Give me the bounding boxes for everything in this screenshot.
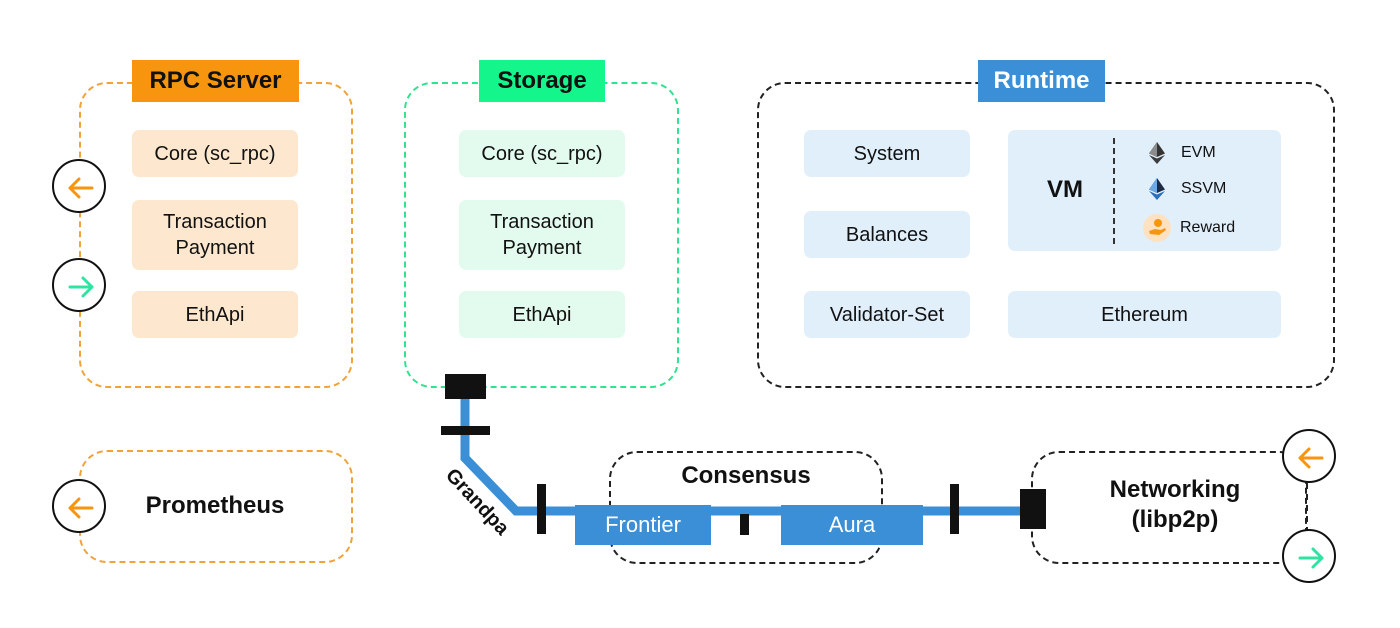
runtime-item-balances: Balances [804, 211, 970, 258]
runtime-title: Runtime [978, 60, 1105, 102]
vm-item-reward: Reward [1143, 214, 1235, 242]
arrow-left-icon [68, 497, 94, 519]
bus-line [460, 398, 1026, 516]
vm-divider [1113, 138, 1115, 244]
arrow-left-icon [1298, 447, 1324, 469]
arrow-right-icon [1298, 547, 1324, 569]
networking-inbound-circle[interactable] [1282, 429, 1336, 483]
networking-title: Networking (libp2p) [1109, 476, 1241, 533]
rpc-item-ethapi: EthApi [132, 291, 298, 338]
rpc-server-title: RPC Server [132, 60, 299, 102]
consensus-title: Consensus [681, 462, 811, 489]
frontier-segment [575, 505, 711, 545]
runtime-item-validator-set: Validator-Set [804, 291, 970, 338]
bus-tick-right [950, 484, 959, 534]
aura-segment [781, 505, 923, 545]
rpc-outbound-circle[interactable] [52, 258, 106, 312]
rpc-item-transaction-payment: Transaction Payment [132, 200, 298, 270]
frontier-label: Frontier [605, 512, 681, 537]
networking-connector [1020, 489, 1046, 529]
prometheus-title: Prometheus [145, 492, 285, 519]
rpc-item-core: Core (sc_rpc) [132, 130, 298, 177]
storage-item-transaction-payment: Transaction Payment [459, 200, 625, 270]
vm-item-ssvm: SSVM [1148, 177, 1226, 201]
aura-label: Aura [828, 512, 876, 537]
storage-title: Storage [479, 60, 605, 102]
rpc-inbound-circle[interactable] [52, 159, 106, 213]
arrow-left-icon [68, 177, 94, 199]
vm-item-evm: EVM [1148, 141, 1216, 165]
bus-tick-left [537, 484, 546, 534]
ethereum-icon [1148, 142, 1166, 164]
consensus-divider [740, 514, 749, 535]
prometheus-inbound-circle[interactable] [52, 479, 106, 533]
vm-label: VM [1047, 176, 1083, 203]
reward-hand-icon [1143, 214, 1171, 242]
storage-item-core: Core (sc_rpc) [459, 130, 625, 177]
ethereum-blue-icon [1148, 178, 1166, 200]
arrow-right-icon [68, 276, 94, 298]
storage-item-ethapi: EthApi [459, 291, 625, 338]
networking-outbound-circle[interactable] [1282, 529, 1336, 583]
bus-tick-grandpa [441, 426, 490, 435]
runtime-item-ethereum: Ethereum [1008, 291, 1281, 338]
runtime-item-system: System [804, 130, 970, 177]
networking-side-link [1306, 483, 1308, 533]
storage-connector [445, 374, 486, 399]
